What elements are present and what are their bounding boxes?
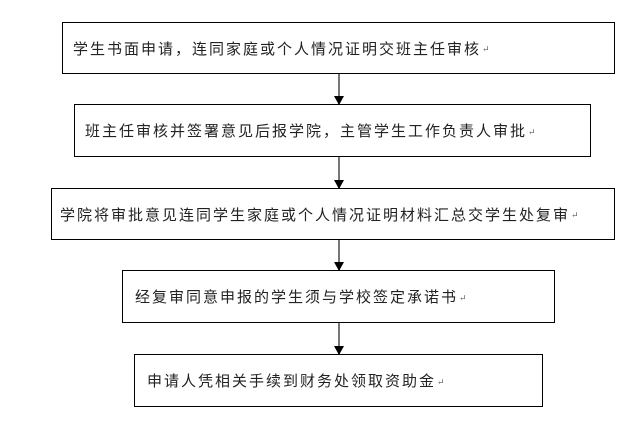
arrow-4-to-5 <box>334 323 344 355</box>
paragraph-mark-icon: ↵ <box>437 377 445 388</box>
arrow-3-to-4 <box>334 240 344 271</box>
step-1-box: 学生书面申请，连同家庭或个人情况证明交班主任审核↵ <box>62 22 615 74</box>
arrow-2-to-3 <box>334 157 344 189</box>
step-1-text: 学生书面申请，连同家庭或个人情况证明交班主任审核 <box>73 39 482 58</box>
paragraph-mark-icon: ↵ <box>571 211 579 221</box>
paragraph-mark-icon: ↵ <box>482 45 490 55</box>
step-5-text: 申请人凭相关手续到财务处领取资助金 <box>147 372 437 390</box>
arrow-head-icon <box>334 180 344 189</box>
arrow-head-icon <box>334 262 344 271</box>
step-5-box: 申请人凭相关手续到财务处领取资助金↵ <box>134 354 543 407</box>
arrow-head-icon <box>334 346 344 355</box>
step-4-text: 经复审同意申报的学生须与学校签定承诺书 <box>135 288 459 306</box>
arrow-1-to-2 <box>334 74 344 105</box>
step-4-box: 经复审同意申报的学生须与学校签定承诺书↵ <box>122 270 555 323</box>
step-3-text: 学院将审批意见连同学生家庭或个人情况证明材料汇总交学生处复审 <box>60 205 571 224</box>
paragraph-mark-icon: ↵ <box>459 293 467 304</box>
arrow-head-icon <box>334 96 344 105</box>
step-2-text: 班主任审核并签署意见后报学院，主管学生工作负责人审批 <box>85 122 528 140</box>
paragraph-mark-icon: ↵ <box>528 127 536 138</box>
step-2-box: 班主任审核并签署意见后报学院，主管学生工作负责人审批↵ <box>74 104 591 157</box>
step-3-box: 学院将审批意见连同学生家庭或个人情况证明材料汇总交学生处复审↵ <box>51 188 615 240</box>
